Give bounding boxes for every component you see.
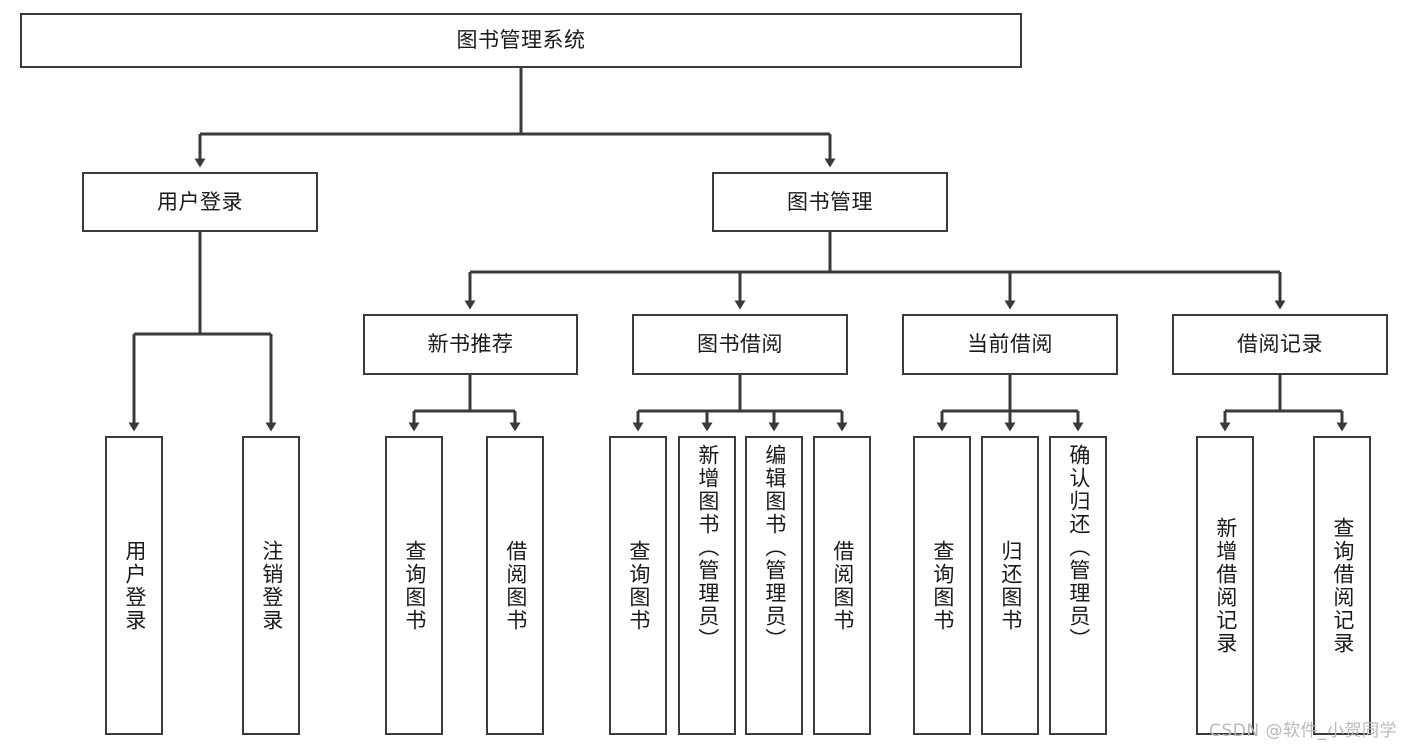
node-leaf-user-logout[interactable]: 注销登录 [242,436,300,735]
node-leaf-query-book-borrow[interactable]: 查询图书 [609,436,667,735]
node-leaf-query-book-recommend[interactable]: 查询图书 [385,436,443,735]
node-label: 借阅图书 [830,539,855,632]
node-label: 借阅图书 [503,539,528,632]
node-leaf-borrow-book[interactable]: 借阅图书 [813,436,871,735]
node-leaf-query-book-current[interactable]: 查询图书 [913,436,971,735]
node-label: 查询图书 [626,539,651,632]
node-root-system[interactable]: 图书管理系统 [20,13,1022,68]
node-label: 当前借阅 [967,332,1053,357]
node-label: 查询借阅记录 [1330,516,1355,655]
node-leaf-borrow-book-recommend[interactable]: 借阅图书 [486,436,544,735]
node-leaf-add-borrow-record[interactable]: 新增借阅记录 [1196,436,1254,735]
node-label: 确认归还（管理员） [1066,444,1091,651]
node-label: 新书推荐 [427,332,514,357]
node-leaf-add-book-admin[interactable]: 新增图书（管理员） [678,436,736,735]
node-book-management[interactable]: 图书管理 [712,172,948,232]
node-leaf-return-book[interactable]: 归还图书 [981,436,1039,735]
node-label: 用户登录 [157,189,243,214]
node-leaf-query-borrow-record[interactable]: 查询借阅记录 [1313,436,1371,735]
node-label: 编辑图书（管理员） [762,444,787,651]
node-label: 用户登录 [122,539,147,632]
node-label: 查询图书 [402,539,427,632]
node-label: 新增借阅记录 [1213,516,1238,655]
node-leaf-edit-book-admin[interactable]: 编辑图书（管理员） [745,436,803,735]
node-leaf-confirm-return-admin[interactable]: 确认归还（管理员） [1049,436,1107,735]
node-label: 注销登录 [259,539,284,632]
node-borrow-record[interactable]: 借阅记录 [1172,314,1388,375]
node-leaf-user-login[interactable]: 用户登录 [105,436,163,735]
node-label: 借阅记录 [1237,332,1323,357]
node-book-borrow[interactable]: 图书借阅 [632,314,848,375]
csdn-watermark: CSDN @软件_小贺同学 [1209,721,1397,741]
node-label: 图书管理系统 [456,28,586,53]
node-label: 查询图书 [930,539,955,632]
node-label: 图书借阅 [697,332,783,357]
node-new-book-recommend[interactable]: 新书推荐 [363,314,578,375]
node-current-borrow[interactable]: 当前借阅 [902,314,1118,375]
node-label: 图书管理 [787,189,873,214]
node-user-login[interactable]: 用户登录 [82,172,318,232]
node-label: 归还图书 [998,539,1023,632]
node-label: 新增图书（管理员） [695,444,720,651]
